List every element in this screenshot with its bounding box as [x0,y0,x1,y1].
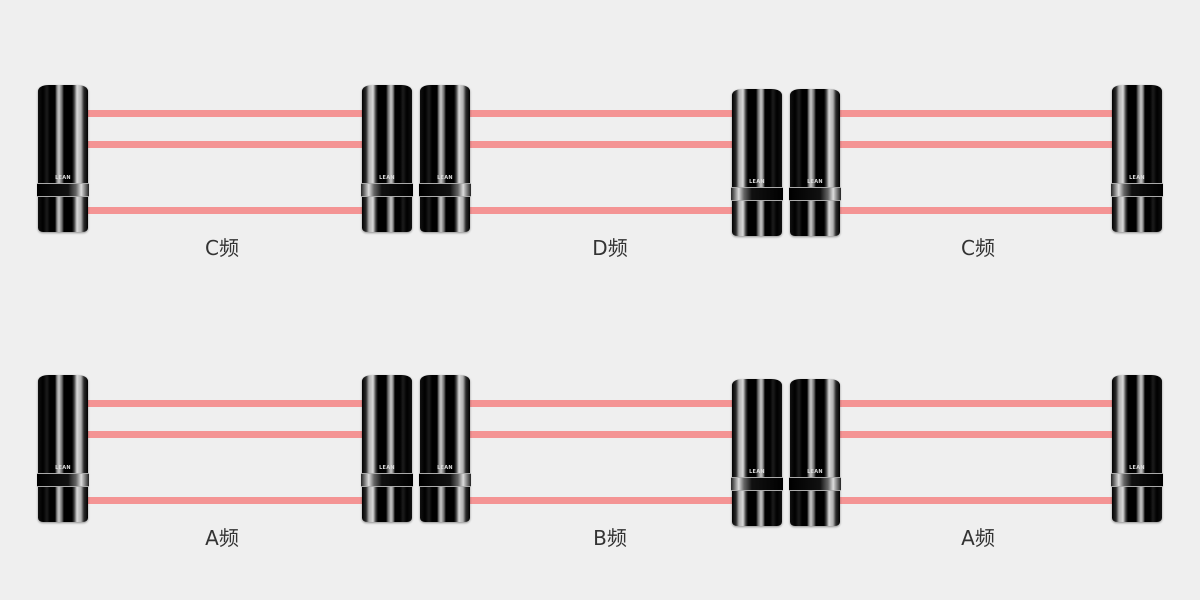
sensor-logo: LEAN [749,469,765,475]
transmitter-sensor: LEAN [419,85,471,232]
top-sensor-row: LEAN LEAN LEAN LEAN LEAN LEAN C频 D频 C频 [0,85,1200,265]
frequency-label: C频 [205,236,239,260]
infrared-beam [80,141,378,148]
sensor-logo: LEAN [1129,175,1145,181]
sensor-logo: LEAN [807,179,823,185]
infrared-beam [825,431,1125,438]
sensor-band [789,187,841,201]
receiver-sensor: LEAN [731,379,783,526]
sensor-band [1111,473,1163,487]
receiver-sensor: LEAN [1111,375,1163,522]
infrared-beam [455,400,752,407]
sensor-logo: LEAN [437,465,453,471]
sensor-logo: LEAN [807,469,823,475]
infrared-beam [825,110,1125,117]
transmitter-sensor: LEAN [789,89,841,236]
sensor-logo: LEAN [437,175,453,181]
frequency-label: A频 [205,526,239,550]
infrared-beam [825,497,1125,504]
frequency-label: B频 [593,526,627,550]
infrared-beam [80,431,378,438]
sensor-band [789,477,841,491]
sensor-band [731,477,783,491]
sensor-band [37,473,89,487]
infrared-beam [455,431,752,438]
sensor-logo: LEAN [55,465,71,471]
infrared-beam [825,141,1125,148]
infrared-beam [80,110,378,117]
receiver-sensor: LEAN [361,375,413,522]
sensor-logo: LEAN [379,175,395,181]
infrared-beam [825,207,1125,214]
infrared-beam [80,497,378,504]
sensor-logo: LEAN [55,175,71,181]
frequency-label: D频 [592,236,628,260]
transmitter-sensor: LEAN [789,379,841,526]
receiver-sensor: LEAN [1111,85,1163,232]
infrared-beam [455,110,752,117]
sensor-band [419,473,471,487]
transmitter-sensor: LEAN [37,375,89,522]
infrared-beam [80,207,378,214]
sensor-logo: LEAN [379,465,395,471]
frequency-label: A频 [961,526,995,550]
sensor-band [361,183,413,197]
receiver-sensor: LEAN [731,89,783,236]
frequency-label: C频 [961,236,995,260]
infrared-beam [455,141,752,148]
bottom-sensor-row: LEAN LEAN LEAN LEAN LEAN LEAN A频 B频 A频 [0,375,1200,555]
sensor-band [37,183,89,197]
transmitter-sensor: LEAN [419,375,471,522]
sensor-band [419,183,471,197]
sensor-band [361,473,413,487]
infrared-beam [825,400,1125,407]
receiver-sensor: LEAN [361,85,413,232]
infrared-beam [455,497,752,504]
infrared-beam [455,207,752,214]
transmitter-sensor: LEAN [37,85,89,232]
sensor-band [1111,183,1163,197]
infrared-beam [80,400,378,407]
sensor-logo: LEAN [1129,465,1145,471]
sensor-band [731,187,783,201]
sensor-logo: LEAN [749,179,765,185]
